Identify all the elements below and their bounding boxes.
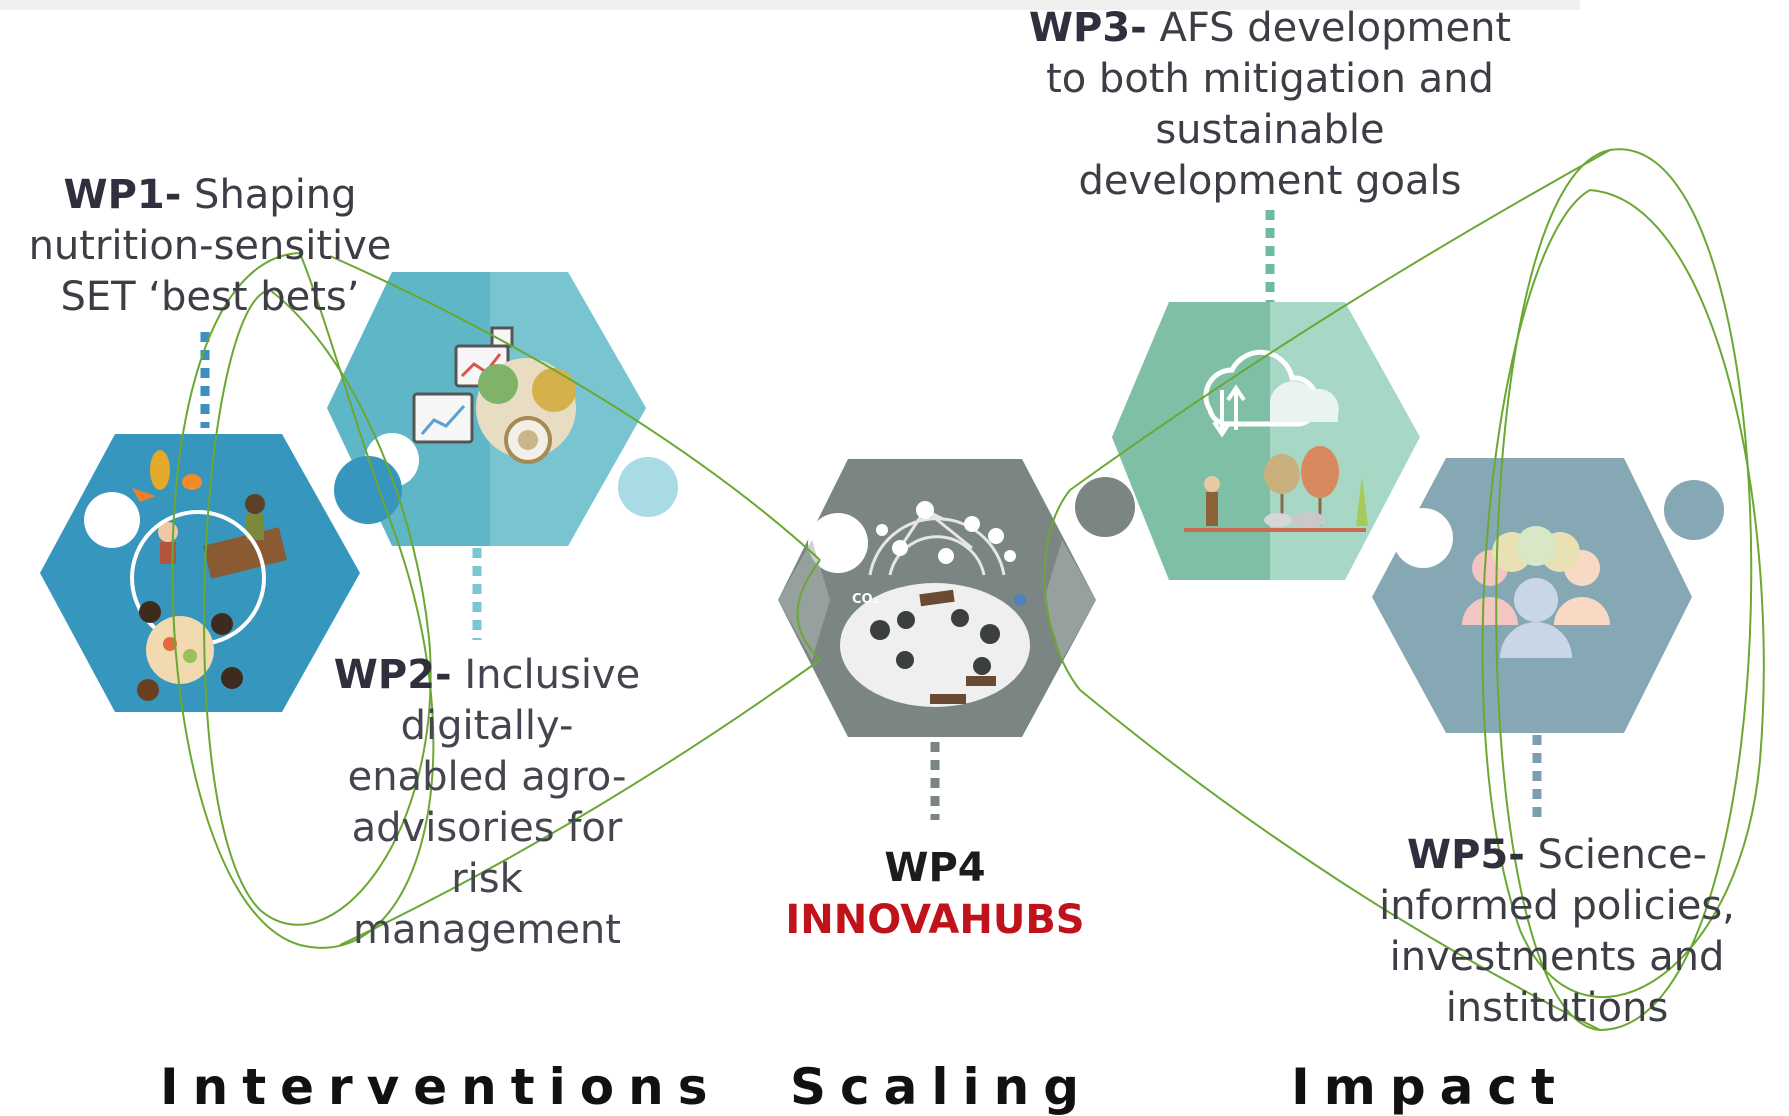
wp2-label: WP2- Inclusive digitally- enabled agro- … <box>322 650 652 956</box>
vegetables-icon <box>132 450 202 502</box>
right-funnel-inner-loop <box>1481 189 1765 999</box>
wp1-code: WP1- <box>63 172 182 218</box>
center-left-bracket <box>796 559 821 661</box>
wp1-puzzle-piece <box>40 434 402 712</box>
wp5-label: WP5- Science- informed policies, investm… <box>1342 830 1772 1034</box>
section-scaling: Scaling <box>790 1058 1094 1116</box>
wp1-description: Shaping nutrition-sensitive SET ‘best be… <box>28 172 392 320</box>
wp5-code: WP5- <box>1406 832 1525 878</box>
section-impact: Impact <box>1291 1058 1569 1116</box>
wp4-puzzle-piece: CO₂ <box>778 459 1096 737</box>
green-outline-loops <box>171 148 1765 1032</box>
center-right-bracket <box>1043 489 1081 691</box>
wp5-description: Science- informed policies, investments … <box>1379 832 1735 1031</box>
stakeholder-nodes <box>876 501 1016 564</box>
co2-label: CO₂ <box>852 592 878 607</box>
left-cone-lower <box>339 659 821 946</box>
hub-fields <box>919 589 996 704</box>
growth-chart-icon <box>412 392 474 444</box>
wp3-puzzle-piece <box>1075 302 1449 580</box>
wp4-code: WP4 <box>884 845 986 891</box>
wp4-label: WP4 INNOVAHUBS <box>760 842 1110 946</box>
left-cone-upper <box>329 255 821 561</box>
right-cone-upper <box>1069 149 1611 491</box>
wp4-name: INNOVAHUBS <box>785 897 1085 943</box>
wp1-label: WP1- Shaping nutrition-sensitive SET ‘be… <box>10 170 410 323</box>
people-group-icon <box>1462 526 1610 658</box>
wp5-puzzle-piece <box>1372 458 1724 733</box>
right-cone-lower <box>1079 689 1601 1031</box>
top-bar <box>0 0 1580 10</box>
left-funnel-inner-loop <box>203 289 432 926</box>
cloud-icon <box>1203 349 1339 438</box>
wp3-label: WP3- AFS development to both mitigation … <box>1010 3 1530 207</box>
agroforestry-landscape-icon <box>1184 446 1368 532</box>
section-interventions: Interventions <box>160 1058 722 1116</box>
wp3-code: WP3- <box>1028 5 1147 51</box>
hub-trees <box>870 609 1000 675</box>
left-funnel-outline <box>171 252 435 949</box>
right-funnel-outline <box>1495 148 1753 1032</box>
wp2-description: Inclusive digitally- enabled agro- advis… <box>347 652 641 953</box>
location-pin-icon <box>1014 594 1026 606</box>
farmer-hat-icon <box>476 358 576 464</box>
wp3-description: AFS development to both mitigation and s… <box>1046 5 1512 204</box>
wp2-code: WP2- <box>333 652 452 698</box>
family-table-icon <box>137 601 243 701</box>
